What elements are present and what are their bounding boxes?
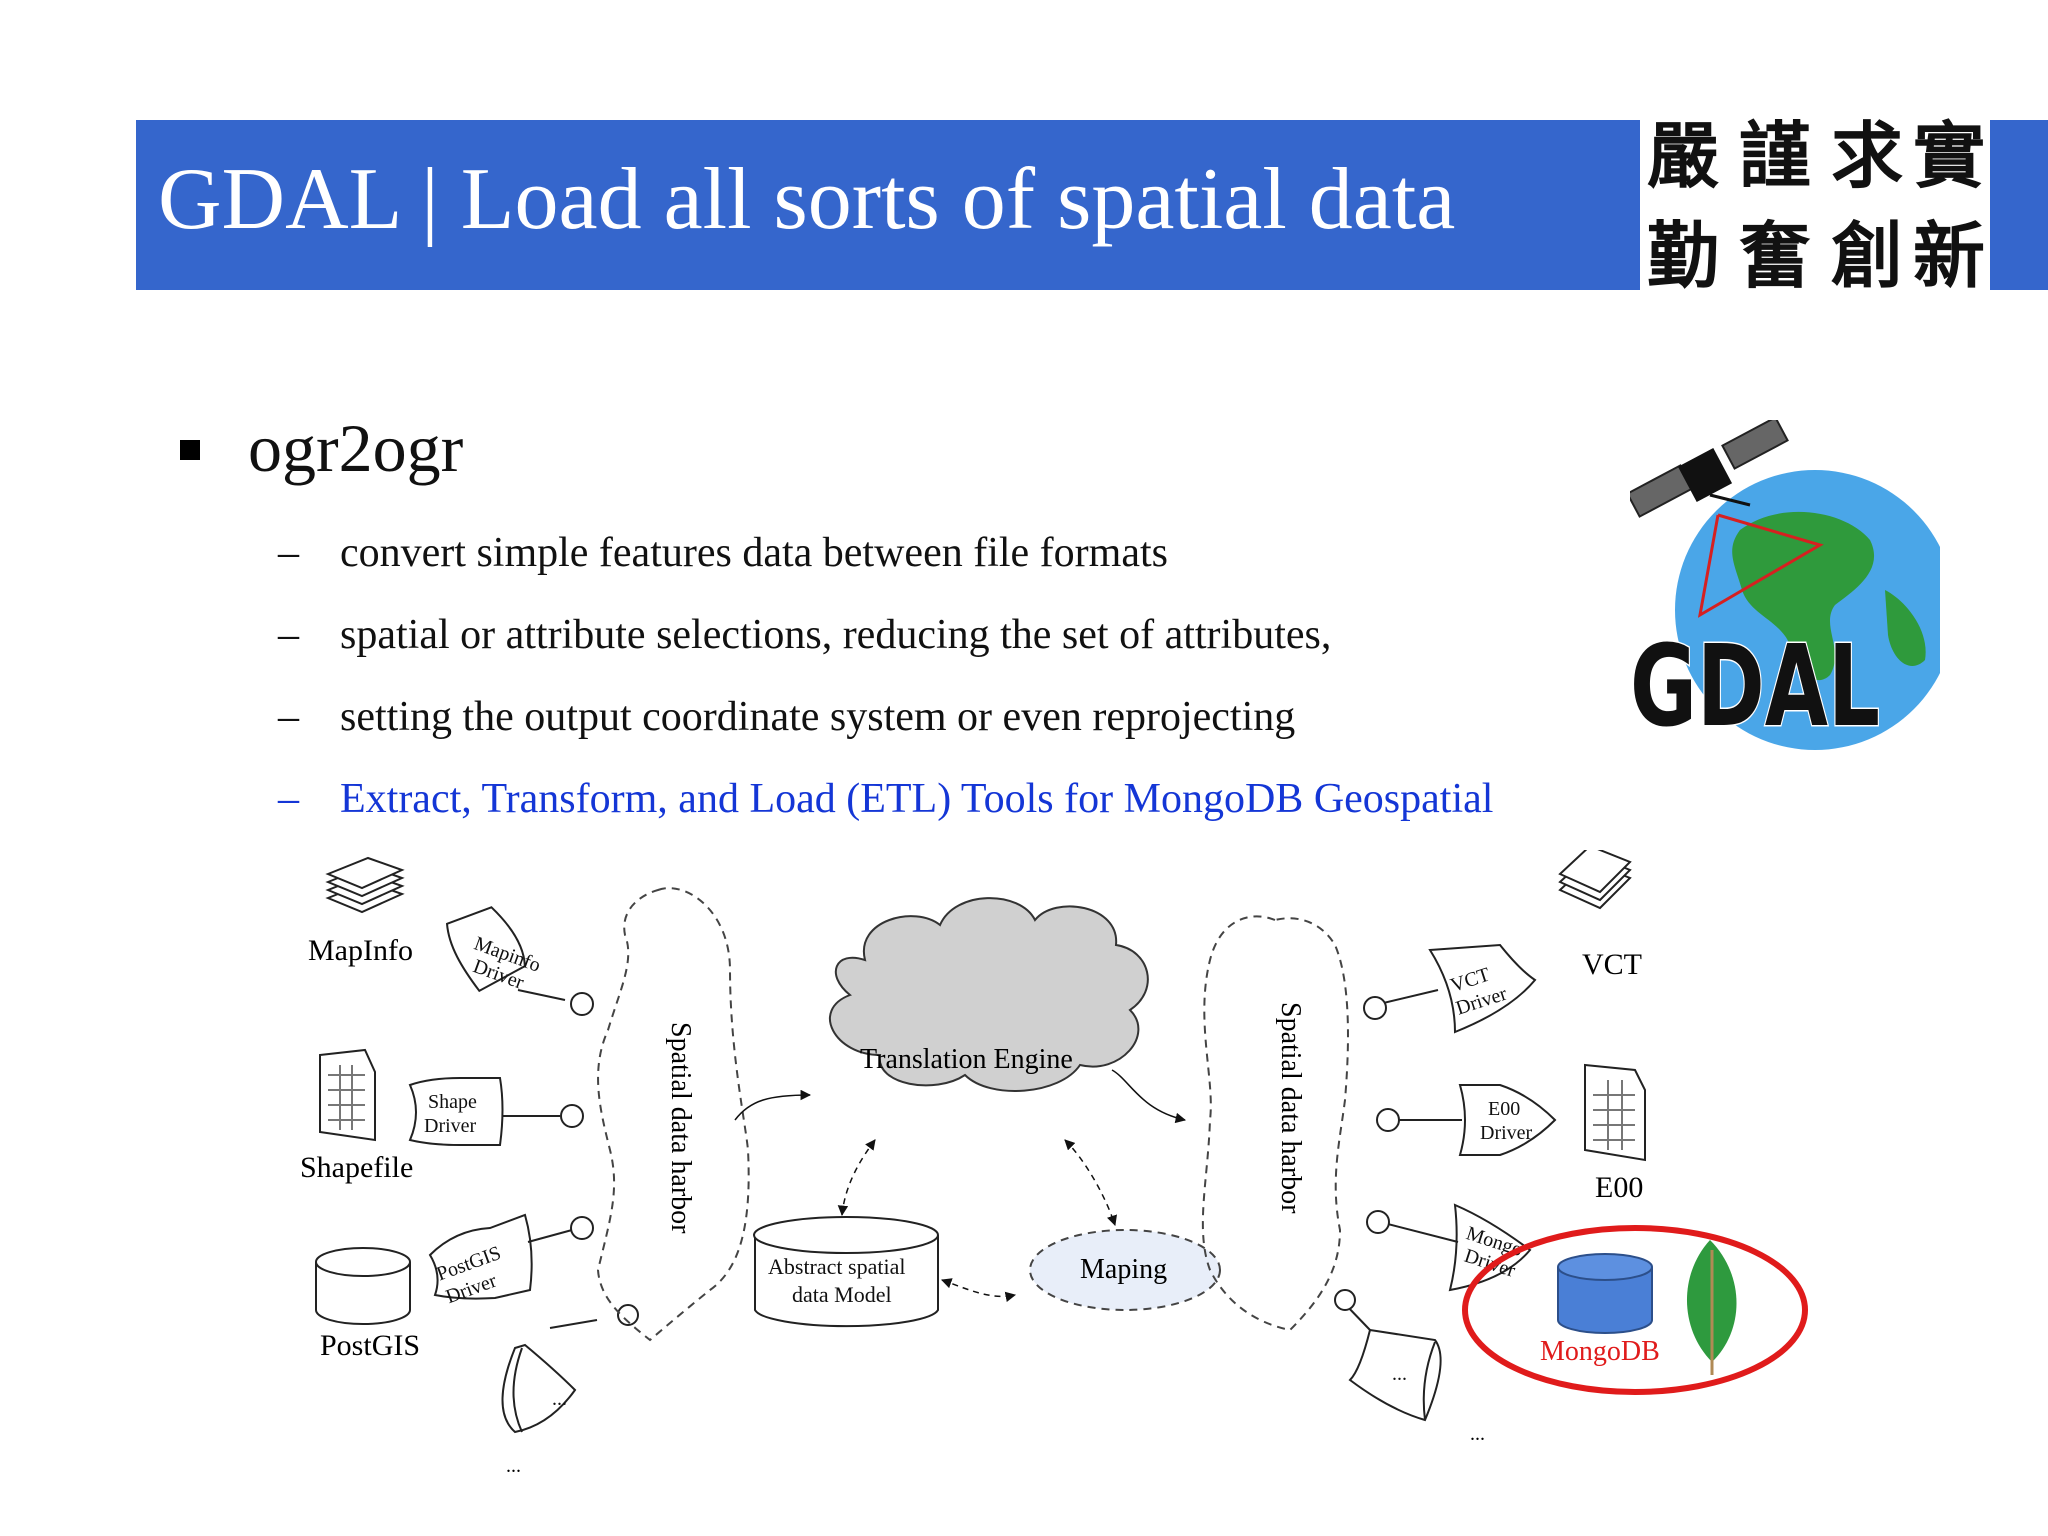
mongodb-highlight: MongoDB [1462, 1225, 1808, 1395]
slide-title: GDAL | Load all sorts of spatial data [158, 151, 1456, 248]
mongo-driver: Mongo Driver [1366, 1203, 1532, 1292]
maping-node: Maping [1029, 1229, 1221, 1311]
mongodb-leaf-icon [1686, 1240, 1737, 1375]
abstract-data-model: Abstract spatial data Model [753, 1216, 939, 1328]
shapefile-source: Shapefile [300, 1048, 413, 1184]
unknown-driver-left: ... [501, 1304, 639, 1434]
gdal-logo-text: GDAL [1630, 622, 1880, 752]
title-bar: GDAL | Load all sorts of spatial data [136, 120, 1640, 290]
maping-label: Maping [1080, 1254, 1167, 1285]
mongodb-label: MongoDB [1540, 1336, 1660, 1367]
ellipsis: ... [1470, 1423, 1485, 1445]
e00-driver: E00 Driver [1376, 1084, 1557, 1156]
harbor-to-engine-arrow [734, 1089, 812, 1121]
bullet-square-icon [180, 440, 200, 460]
section-heading: ogr2ogr [248, 410, 464, 486]
driver-label: Driver [1480, 1122, 1533, 1144]
motto-char: 嚴 [1646, 113, 1719, 198]
model-label: Abstract spatial [768, 1254, 905, 1279]
engine-to-harbor-arrow [1111, 1069, 1187, 1124]
vct-target: VCT [1558, 850, 1642, 981]
shapefile-label: Shapefile [300, 1151, 413, 1184]
documents-icon [325, 856, 405, 914]
satellite-icon [1630, 420, 1789, 518]
database-icon [315, 1247, 411, 1325]
ellipsis: ... [552, 1388, 567, 1410]
motto-char: 奮 [1738, 213, 1811, 298]
engine-model-arrow [837, 1139, 876, 1217]
mapinfo-driver: Mapinfo Driver [445, 906, 594, 1016]
engine-label: Translation Engine [860, 1044, 1073, 1075]
postgis-source: PostGIS [315, 1247, 420, 1362]
spreadsheet-icon [319, 1048, 376, 1142]
left-data-harbor [596, 887, 750, 1342]
dash-bullet: – [278, 530, 299, 576]
right-data-harbor [1201, 915, 1349, 1332]
driver-label: Shape [428, 1091, 477, 1113]
motto-char: 創 [1830, 213, 1903, 298]
e00-target: E00 [1584, 1063, 1646, 1204]
driver-label: E00 [1488, 1098, 1520, 1120]
list-item-text: spatial or attribute selections, reducin… [340, 612, 1332, 658]
list-item-text: convert simple features data between fil… [340, 530, 1168, 576]
postgis-label: PostGIS [320, 1329, 420, 1362]
driver-label: Driver [424, 1115, 477, 1137]
etl-link[interactable]: Extract, Transform, and Load (ETL) Tools… [340, 776, 1494, 822]
vct-label: VCT [1582, 948, 1642, 981]
spreadsheet-icon [1584, 1063, 1646, 1162]
ellipsis: ... [506, 1455, 521, 1477]
e00-label: E00 [1595, 1171, 1643, 1204]
dash-bullet: – [278, 612, 299, 658]
documents-icon [1558, 850, 1632, 910]
dash-bullet: – [278, 776, 299, 822]
motto-char: 新 [1912, 213, 1985, 298]
dash-bullet: – [278, 694, 299, 740]
motto-calligraphy: 嚴 謹 求 實 勤 奮 創 新 [1643, 116, 1988, 306]
mapinfo-label: MapInfo [308, 934, 413, 967]
motto-char: 謹 [1738, 113, 1811, 198]
harbor-label: Spatial data harbor [665, 1022, 696, 1234]
motto-char: 實 [1912, 113, 1985, 198]
model-maping-arrow [941, 1278, 1017, 1302]
database-icon [1557, 1253, 1653, 1334]
globe-icon [1675, 470, 1940, 750]
postgis-driver: PostGIS Driver [428, 1213, 594, 1308]
mapinfo-source: MapInfo [308, 856, 413, 967]
title-bar-edge [1990, 120, 2048, 290]
vct-driver: VCT Driver [1363, 943, 1537, 1034]
translation-engine: Translation Engine [829, 897, 1149, 1092]
model-label: data Model [792, 1282, 892, 1307]
shape-driver: Shape Driver [408, 1077, 584, 1146]
gdal-logo: GDAL [1630, 420, 1940, 754]
motto-char: 求 [1830, 113, 1903, 198]
harbor-label: Spatial data harbor [1275, 1002, 1306, 1214]
engine-maping-arrow [1064, 1139, 1117, 1226]
list-item-text: setting the output coordinate system or … [340, 694, 1296, 740]
unknown-driver-right: ... [1334, 1289, 1442, 1422]
motto-char: 勤 [1646, 213, 1719, 298]
ellipsis: ... [1392, 1363, 1407, 1385]
architecture-diagram: MapInfo Shapefile PostGIS Mapinfo Driver… [300, 850, 1808, 1477]
